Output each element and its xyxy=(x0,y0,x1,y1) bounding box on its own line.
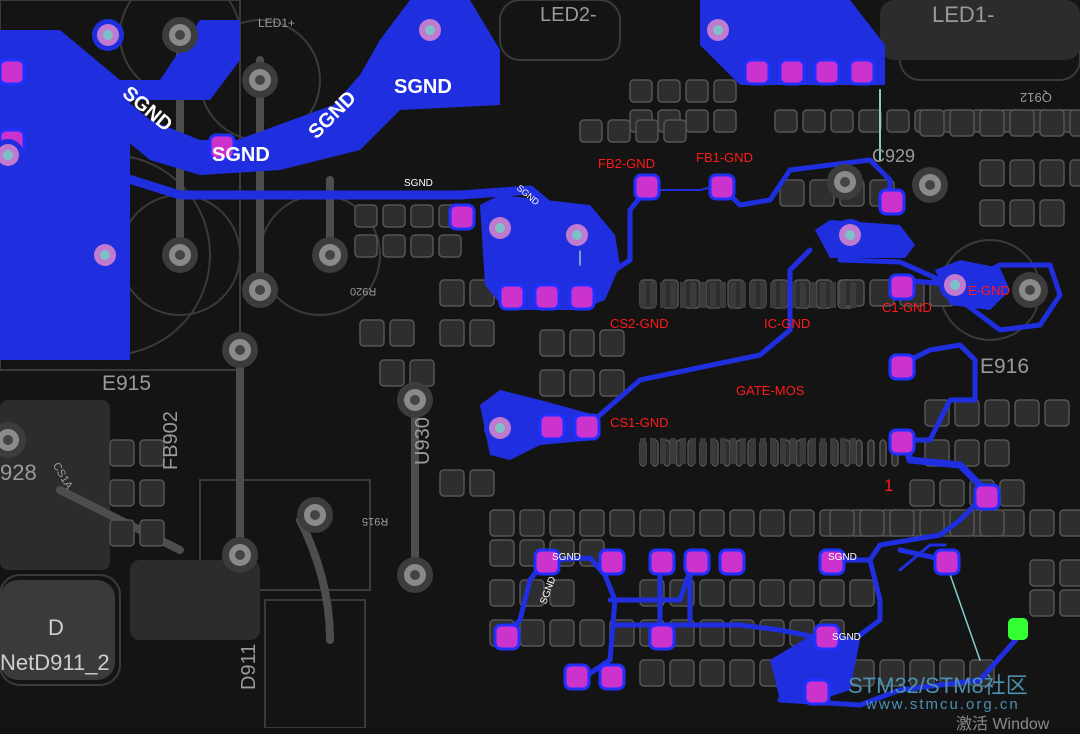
selected-pad[interactable] xyxy=(1008,618,1028,640)
os-activation-text: 激活 Window xyxy=(956,716,1050,733)
silk-c929: C929 xyxy=(872,146,916,166)
net-label-sgnd: SGND xyxy=(212,144,270,166)
annotation-ic-gnd: IC-GND xyxy=(764,316,811,331)
annotation-cs2-gnd: CS2-GND xyxy=(610,316,669,331)
silk-q912: Q912 xyxy=(1020,90,1052,105)
silk-led1-minus: LED1- xyxy=(932,2,995,27)
annotation-fb1-gnd: FB1-GND xyxy=(696,150,754,165)
silk-led2-minus: LED2- xyxy=(540,4,597,26)
silk-d-label: D xyxy=(48,615,64,640)
net-label-sgnd-trace: SGND xyxy=(404,178,433,189)
silk-r920: R920 xyxy=(350,285,377,297)
watermark-title: STM32/STM8社区 xyxy=(848,673,1028,698)
grey-copper xyxy=(0,0,1080,680)
annotation-cs1-gnd: CS1-GND xyxy=(610,415,669,430)
watermark-url: www.stmcu.org.cn xyxy=(866,696,1020,713)
net-label-sgnd-small: SGND xyxy=(832,632,861,643)
vias xyxy=(0,14,1048,593)
annotation-c1-gnd: C1-GND xyxy=(882,300,932,315)
silk-r928: 928 xyxy=(0,460,37,485)
silk-led1-plus: LED1+ xyxy=(258,16,296,30)
silk-d911: D911 xyxy=(238,643,260,690)
net-label-sgnd: SGND xyxy=(394,76,452,98)
net-label-sgnd-small: SGND xyxy=(552,552,581,563)
annotation-pin1: 1 xyxy=(884,476,894,495)
silk-e916: E916 xyxy=(980,355,1030,378)
silk-fb902: FB902 xyxy=(160,411,182,470)
silk-u930: U930 xyxy=(412,417,434,465)
annotation-fb2-gnd: FB2-GND xyxy=(598,156,656,171)
silk-r915: R915 xyxy=(362,515,389,527)
silk-e915: E915 xyxy=(102,372,152,395)
silk-netd911: NetD911_2 xyxy=(0,650,110,675)
net-label-sgnd-small: SGND xyxy=(828,552,857,563)
annotation-gate-mos: GATE-MOS xyxy=(736,383,805,398)
annotation-e-gnd: E-GND xyxy=(968,283,1010,298)
